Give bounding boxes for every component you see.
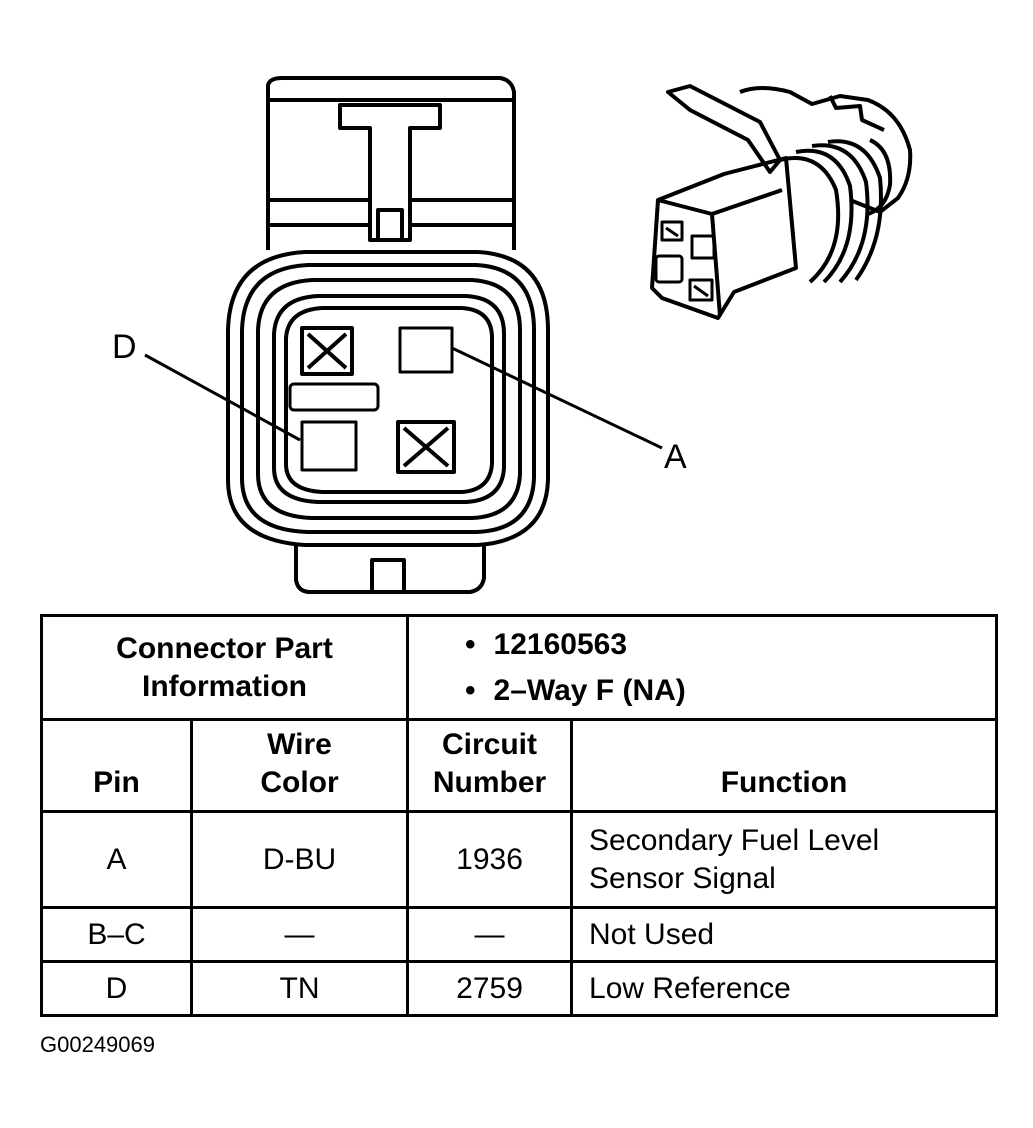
iso-latch [666, 84, 782, 174]
bottom-tab-notch [370, 558, 406, 592]
function-line1: Secondary Fuel Level [589, 823, 880, 857]
pin-b-cavity [396, 420, 456, 474]
connector-cavity [284, 306, 494, 494]
part-info-label-line1: Connector Part [116, 631, 333, 665]
header-pin-label: Pin [93, 766, 140, 799]
pin-c-cavity [300, 420, 358, 472]
pin-b-plugged-x [402, 426, 450, 468]
connector-bottom-tab [294, 545, 486, 594]
iso-front-top-edge [711, 188, 783, 216]
latch-lower-band [268, 198, 514, 227]
callout-a-leader [451, 346, 663, 450]
cell-wire-color: — [189, 906, 410, 963]
header-circuit-line2: Number [432, 766, 547, 799]
table-row: B–C — — Not Used [40, 906, 999, 963]
connector-illustration [144, 76, 913, 594]
pin-a-cavity [398, 326, 454, 374]
callout-label-d: D [112, 328, 137, 366]
iso-cavity-1 [660, 220, 684, 242]
header-circuit-number: Circuit Number [406, 718, 574, 813]
iso-rear-boot [867, 138, 893, 216]
part-info-list: 12160563 2–Way F (NA) [409, 622, 995, 714]
header-wire-line1: Wire [267, 728, 332, 761]
iso-rear-detail [828, 95, 885, 132]
part-number: 12160563 [465, 622, 995, 668]
connector-body-ring-2 [240, 263, 536, 534]
connector-type: 2–Way F (NA) [465, 668, 995, 714]
iso-rib-3 [811, 143, 870, 284]
iso-front-housing [650, 156, 798, 320]
connector-face-view [144, 76, 663, 594]
header-function-label: Function [720, 766, 848, 799]
iso-rear-body [739, 86, 913, 214]
iso-cavity-marks [665, 226, 709, 298]
iso-cavity-3 [654, 254, 684, 284]
pin-d-cavity [300, 326, 354, 376]
latch-t-shape [338, 103, 442, 242]
header-function: Function [570, 718, 999, 813]
header-circuit-line1: Circuit [442, 728, 538, 761]
connector-outer-body [226, 250, 550, 547]
cell-wire-color: TN [189, 960, 410, 1017]
latch-key [376, 208, 404, 242]
part-info-row: Connector Part Information 12160563 2–Wa… [39, 614, 999, 721]
cell-pin: A [40, 810, 193, 909]
iso-rib-1 [779, 156, 841, 284]
connector-pinout-table: Connector Part Information 12160563 2–Wa… [39, 614, 999, 1017]
cell-pin: B–C [40, 906, 193, 963]
cell-circuit: — [406, 906, 574, 963]
callout-d-leader [144, 353, 301, 442]
header-wire-line2: Color [260, 766, 339, 799]
connector-seal [272, 294, 506, 504]
header-pin: Pin [40, 718, 193, 813]
table-row: A D-BU 1936 Secondary Fuel Level Sensor … [40, 810, 999, 909]
connector-isometric-view [650, 84, 913, 320]
function-line2: Sensor Signal [589, 861, 776, 895]
connector-body-ring-3 [256, 278, 522, 520]
iso-cavity-4 [688, 278, 714, 302]
cell-wire-color: D-BU [189, 810, 410, 909]
connector-polarity-key [288, 382, 380, 412]
table-row: D TN 2759 Low Reference [40, 960, 999, 1017]
cell-function: Not Used [570, 906, 999, 963]
part-info-values-cell: 12160563 2–Way F (NA) [406, 614, 999, 721]
cell-circuit: 1936 [406, 810, 574, 909]
header-wire-color: Wire Color [189, 718, 410, 813]
cell-function: Secondary Fuel Level Sensor Signal [570, 810, 999, 909]
header-row: Pin Wire Color Circuit Number Function [40, 718, 999, 813]
cell-pin: D [40, 960, 193, 1017]
callout-label-a: A [664, 438, 687, 476]
part-info-label-cell: Connector Part Information [39, 614, 410, 721]
part-info-label-line2: Information [142, 669, 307, 703]
iso-rib-2 [795, 148, 854, 284]
figure-id: G00249069 [40, 1032, 155, 1057]
pin-d-plugged-x [306, 332, 348, 370]
connector-latch [266, 76, 516, 250]
cell-function: Low Reference [570, 960, 999, 1017]
iso-cavity-2 [690, 234, 716, 260]
iso-rib-4 [827, 139, 883, 282]
cell-circuit: 2759 [406, 960, 574, 1017]
